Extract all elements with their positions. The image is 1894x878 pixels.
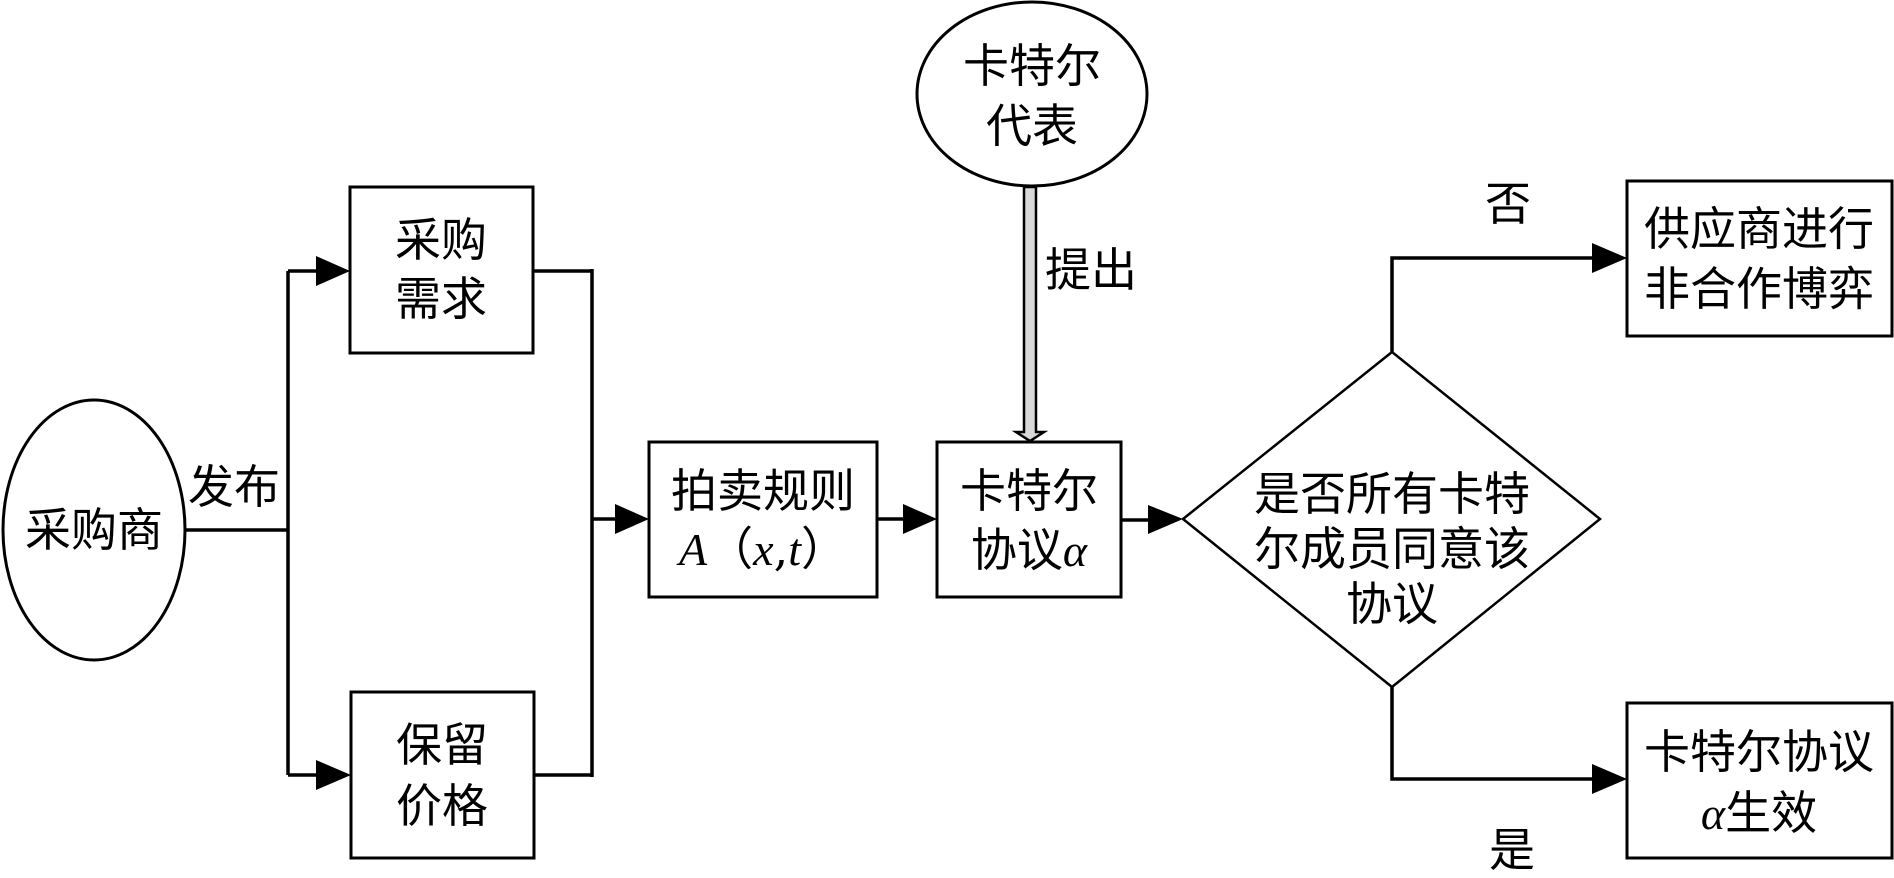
node-procurement-demand[interactable]: 采购 需求 [348, 185, 535, 355]
node-decision[interactable]: 是否所有卡特 尔成员同意该 协议 [1181, 350, 1602, 689]
edge-label-no: 否 [1485, 177, 1531, 231]
propose-arrow [1011, 185, 1049, 443]
edge-label-yes: 是 [1489, 823, 1535, 877]
cartel-rep-line-2: 代表 [986, 99, 1078, 153]
cartel-rep-ellipse [915, 0, 1149, 188]
cartel-agreement-box [935, 440, 1123, 599]
edge-label-publish: 发布 [188, 460, 280, 514]
alpha-symbol: α [1701, 788, 1726, 839]
node-auction-rule[interactable]: 拍卖规则 A（x,t） [647, 440, 879, 599]
node-noncoop-game[interactable]: 供应商进行 非合作博弈 [1625, 179, 1894, 338]
reserve-price-box [349, 690, 536, 860]
formula-open-paren: （ [707, 522, 753, 576]
node-agreement-effective[interactable]: 卡特尔协议 α生效 [1625, 701, 1894, 860]
formula-t: t [788, 524, 802, 575]
procurement-demand-line-1: 采购 [395, 213, 487, 267]
auction-rule-line-1: 拍卖规则 [671, 464, 855, 518]
agreement-effective-line-2: α生效 [1701, 786, 1817, 840]
formula-close-paren: ） [801, 522, 847, 576]
procurement-demand-line-2: 需求 [395, 272, 487, 326]
cartel-agreement-line-2: 协议α [971, 523, 1088, 577]
arrowhead-procurement-demand [316, 256, 350, 286]
decision-diamond [1181, 350, 1602, 689]
arrowhead-auction-rule [615, 504, 649, 534]
cartel-agreement-line-2-text: 协议 [971, 523, 1063, 577]
formula-A: A [676, 524, 708, 575]
arrowhead-agreement-effective [1592, 764, 1627, 794]
node-cartel-representative[interactable]: 卡特尔 代表 [915, 0, 1149, 188]
node-reserve-price[interactable]: 保留 价格 [349, 690, 536, 860]
cartel-agreement-line-1: 卡特尔 [960, 464, 1098, 518]
buyer-ellipse [1, 398, 187, 662]
decision-line-3: 协议 [1346, 577, 1438, 631]
procurement-demand-box [348, 185, 535, 355]
cartel-rep-line-1: 卡特尔 [963, 39, 1101, 93]
decision-line-1: 是否所有卡特 [1254, 467, 1530, 521]
noncoop-game-line-2: 非合作博弈 [1644, 262, 1874, 316]
edge-decision-yes [1390, 687, 1595, 781]
noncoop-game-line-1: 供应商进行 [1644, 202, 1874, 256]
edge-label-propose: 提出 [1045, 243, 1137, 297]
reserve-price-line-1: 保留 [396, 718, 488, 772]
node-buyer[interactable]: 采购商 [1, 398, 187, 662]
formula-comma: , [774, 522, 789, 576]
arrowhead-cartel-agreement [903, 504, 937, 534]
connectors [185, 185, 1627, 794]
agreement-effective-line-2-text: 生效 [1725, 786, 1817, 840]
noncoop-game-box [1625, 179, 1894, 338]
node-cartel-agreement[interactable]: 卡特尔 协议α [935, 440, 1123, 599]
agreement-effective-line-1: 卡特尔协议 [1644, 725, 1874, 779]
buyer-label: 采购商 [25, 503, 163, 557]
auction-rule-formula: A（x,t） [676, 522, 847, 576]
edge-decision-no [1390, 256, 1595, 352]
agreement-effective-box [1625, 701, 1894, 860]
reserve-price-line-2: 价格 [396, 779, 488, 833]
arrowhead-noncoop-game [1592, 243, 1627, 273]
arrowhead-decision [1148, 505, 1183, 534]
auction-rule-box [647, 440, 879, 599]
decision-line-2: 尔成员同意该 [1254, 522, 1530, 576]
alpha-symbol: α [1063, 525, 1088, 576]
arrowhead-reserve-price [316, 760, 351, 790]
formula-x: x [752, 524, 774, 575]
